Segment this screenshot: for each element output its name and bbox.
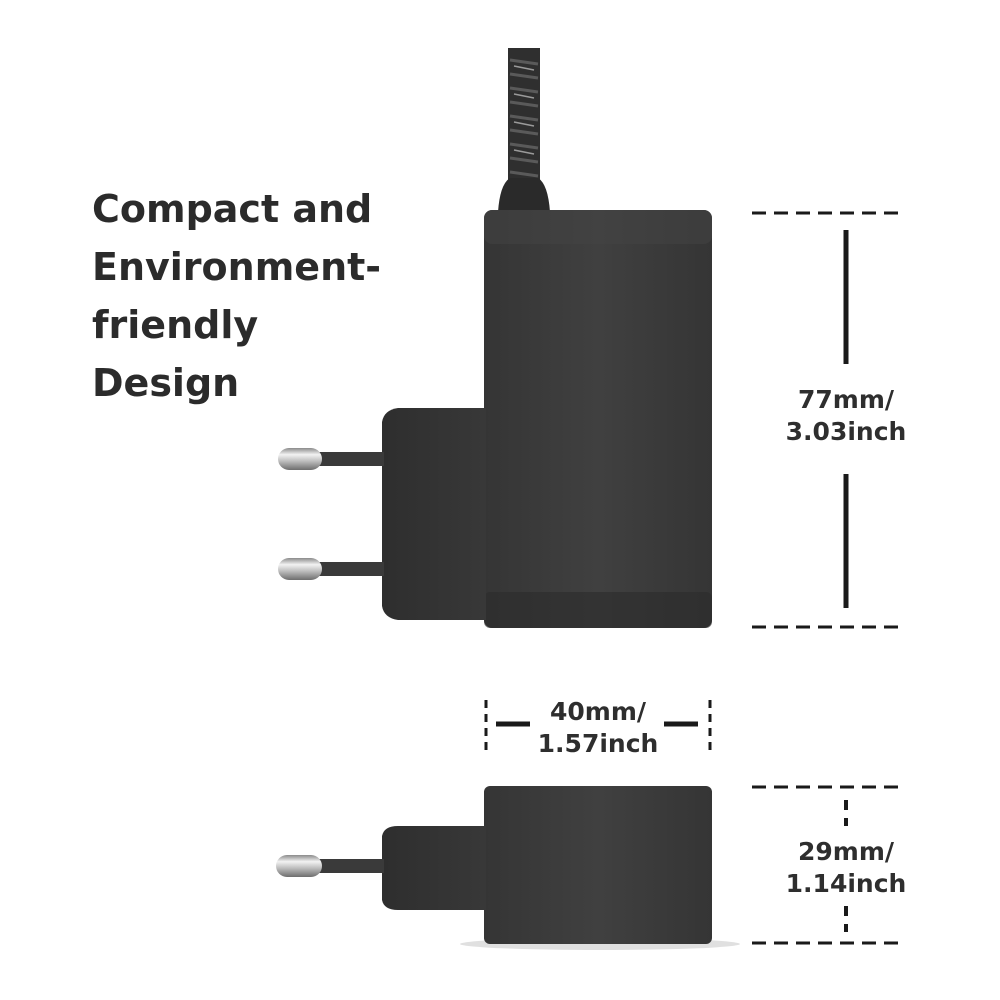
headline-line-3: friendly bbox=[92, 303, 259, 347]
plug-base-side bbox=[382, 408, 486, 620]
height-dimension-lines bbox=[752, 211, 906, 629]
charger-depth-view bbox=[276, 786, 740, 950]
charger-body-side bbox=[484, 210, 712, 628]
charger-side-view bbox=[278, 210, 712, 628]
height-mm: 77mm/ bbox=[797, 385, 895, 414]
depth-dimension-lines bbox=[752, 785, 906, 945]
width-mm: 40mm/ bbox=[549, 697, 647, 726]
headline: Compact and Environment- friendly Design bbox=[92, 180, 432, 412]
headline-line-4: Design bbox=[92, 361, 240, 405]
height-label: 77mm/ 3.03inch bbox=[766, 384, 926, 448]
headline-line-1: Compact and bbox=[92, 187, 373, 231]
depth-inch: 1.14inch bbox=[785, 869, 907, 898]
depth-mm: 29mm/ bbox=[797, 837, 895, 866]
charger-body-depth bbox=[484, 786, 712, 944]
height-inch: 3.03inch bbox=[785, 417, 907, 446]
plug-base-depth bbox=[382, 826, 486, 910]
prong-upper bbox=[278, 448, 322, 470]
prong-depth bbox=[276, 855, 322, 877]
width-inch: 1.57inch bbox=[537, 729, 659, 758]
prong-lower bbox=[278, 558, 322, 580]
braided-cable bbox=[498, 48, 550, 212]
width-label: 40mm/ 1.57inch bbox=[520, 696, 676, 760]
depth-label: 29mm/ 1.14inch bbox=[766, 836, 926, 900]
headline-line-2: Environment- bbox=[92, 245, 382, 289]
